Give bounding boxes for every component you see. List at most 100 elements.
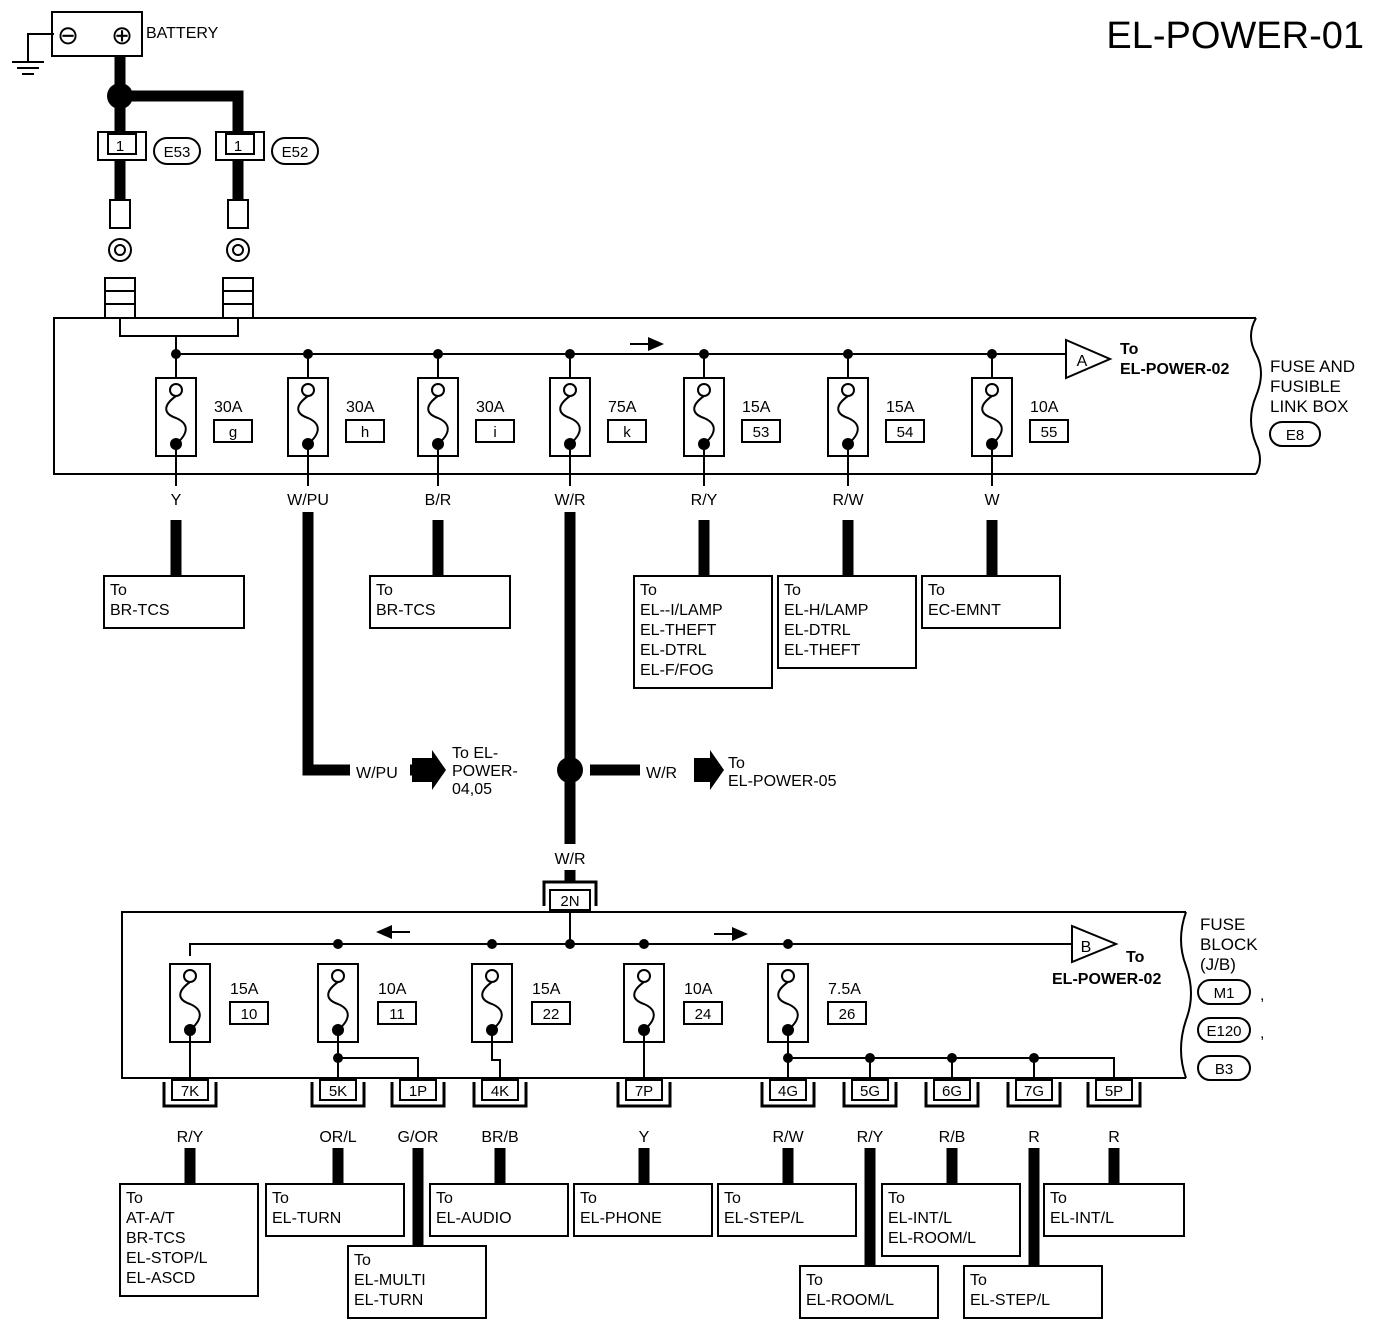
lower-destination-box-line: To [354, 1252, 371, 1269]
lower-destination-box [1043, 1183, 1185, 1237]
arrow-target: EL-POWER-02 [1120, 361, 1229, 378]
fuse-block-name: FUSE [1200, 915, 1245, 934]
link-fuse-element [837, 395, 859, 445]
mid-arrow-target: To EL- [452, 745, 498, 762]
link-box-name: FUSIBLE [1270, 377, 1341, 396]
block-fuse-element [633, 981, 655, 1031]
fuse-block-connector-oval [1197, 1055, 1251, 1081]
lower-destination-box-line: To [970, 1272, 987, 1289]
lower-destination-box [963, 1265, 1103, 1319]
fuse-block-connector: M1 [1214, 985, 1235, 1002]
lower-destination-box-line: To [126, 1190, 143, 1207]
fuse-id: k [623, 424, 631, 441]
fuse-id-box [531, 1001, 571, 1025]
upper-destination-box [921, 575, 1061, 629]
arrow-target: EL-POWER-02 [1052, 971, 1161, 988]
bus-junction [639, 939, 649, 949]
battery-connector-id: E53 [164, 144, 191, 161]
bus-junction [783, 939, 793, 949]
fuse-id-box [377, 1001, 417, 1025]
lower-destination-box-line: To [436, 1190, 453, 1207]
fuse-id: 11 [389, 1006, 405, 1023]
fuse-id: 22 [543, 1006, 560, 1023]
output-wire-color: R/B [939, 1129, 966, 1146]
fuse-id-box [827, 1001, 867, 1025]
fuse-id: h [361, 424, 369, 441]
battery-connector-id-oval [271, 137, 319, 165]
upper-destination-box-line: BR-TCS [110, 602, 170, 619]
lower-destination-box [347, 1245, 487, 1319]
lower-destination-box-line: EL-INT/L [1050, 1210, 1114, 1227]
fuse-id: 54 [897, 424, 914, 441]
output-connector-pin: 5P [1105, 1083, 1123, 1100]
fuse-block-feed-wire: W/R [554, 851, 585, 868]
connector-comma: , [1260, 1025, 1264, 1042]
link-fuse-element [297, 395, 319, 445]
lower-destination-box-line: To [1050, 1190, 1067, 1207]
link-fuse-element [693, 395, 715, 445]
lower-destination-box-line: To [580, 1190, 597, 1207]
output-connector-frame [842, 1082, 898, 1108]
output-connector-pin-box [625, 1079, 663, 1101]
output-connector-pin: 4K [491, 1083, 509, 1100]
output-connector-frame [924, 1082, 980, 1108]
mid-arrow-target: To [728, 755, 745, 772]
fuse-id: 55 [1041, 424, 1058, 441]
fuse-rating: 30A [346, 399, 375, 416]
fuse-block-connector: E120 [1206, 1023, 1241, 1040]
fuse-id-box [345, 419, 385, 443]
bus-junction [843, 349, 853, 359]
fuse-id: 24 [695, 1006, 712, 1023]
block-fuse-element [481, 981, 503, 1031]
arrow-letter: B [1081, 939, 1092, 956]
upper-destination-box-line: To [784, 582, 801, 599]
block-fuse-terminal-top [485, 969, 499, 983]
lower-destination-box [429, 1183, 569, 1237]
battery-label: BATTERY [146, 25, 219, 42]
output-connector-pin-box [171, 1079, 209, 1101]
mid-wire-color: W/R [646, 765, 677, 782]
fuse-id-box [683, 1001, 723, 1025]
link-fuse-element [427, 395, 449, 445]
fuse-id-box [1029, 419, 1069, 443]
junction [783, 1053, 793, 1063]
output-connector-pin: 5G [860, 1083, 880, 1100]
wire-color-label: W [984, 492, 1000, 509]
lower-destination-box-line: EL-MULTI [354, 1272, 426, 1289]
link-box-name: LINK BOX [1270, 397, 1348, 416]
block-fuse-terminal-top [637, 969, 651, 983]
fuse-rating: 30A [214, 399, 243, 416]
arrow-letter: A [1077, 353, 1088, 370]
lower-destination-box-line: EL-TURN [272, 1210, 341, 1227]
lower-destination-box [119, 1183, 259, 1297]
output-connector-frame [1006, 1082, 1062, 1108]
wire-color-label: R/W [832, 492, 864, 509]
block-fuse-terminal-top [331, 969, 345, 983]
wire-color-label: B/R [425, 492, 452, 509]
fuse-id-box [475, 419, 515, 443]
output-connector-pin-box [399, 1079, 437, 1101]
link-fuse-terminal-top [841, 383, 855, 397]
upper-destination-box-line: EL-DTRL [640, 642, 707, 659]
upper-destination-box [777, 575, 917, 669]
fuse-rating: 7.5A [828, 981, 861, 998]
lower-destination-box-line: EL-STEP/L [970, 1292, 1050, 1309]
output-connector-pin: 1P [409, 1083, 427, 1100]
output-wire-color: R [1028, 1129, 1040, 1146]
fuse-id-box [885, 419, 925, 443]
lower-destination-box [881, 1183, 1021, 1257]
upper-destination-box [103, 575, 245, 629]
fuse-rating: 75A [608, 399, 637, 416]
output-wire-color: R/W [772, 1129, 804, 1146]
battery-wire-color: B [233, 181, 244, 198]
lower-destination-box-line: EL-ROOM/L [888, 1230, 976, 1247]
fuse-block-connector-oval [1197, 979, 1251, 1005]
fuse-rating: 10A [1030, 399, 1059, 416]
diagram-static-lines [12, 11, 1262, 1079]
fuse-block-name: (J/B) [1200, 955, 1236, 974]
lower-destination-box-line: BR-TCS [126, 1230, 186, 1247]
output-wire-color: G/OR [398, 1129, 439, 1146]
output-connector-pin: 5K [329, 1083, 347, 1100]
output-connector-frame [162, 1082, 218, 1108]
